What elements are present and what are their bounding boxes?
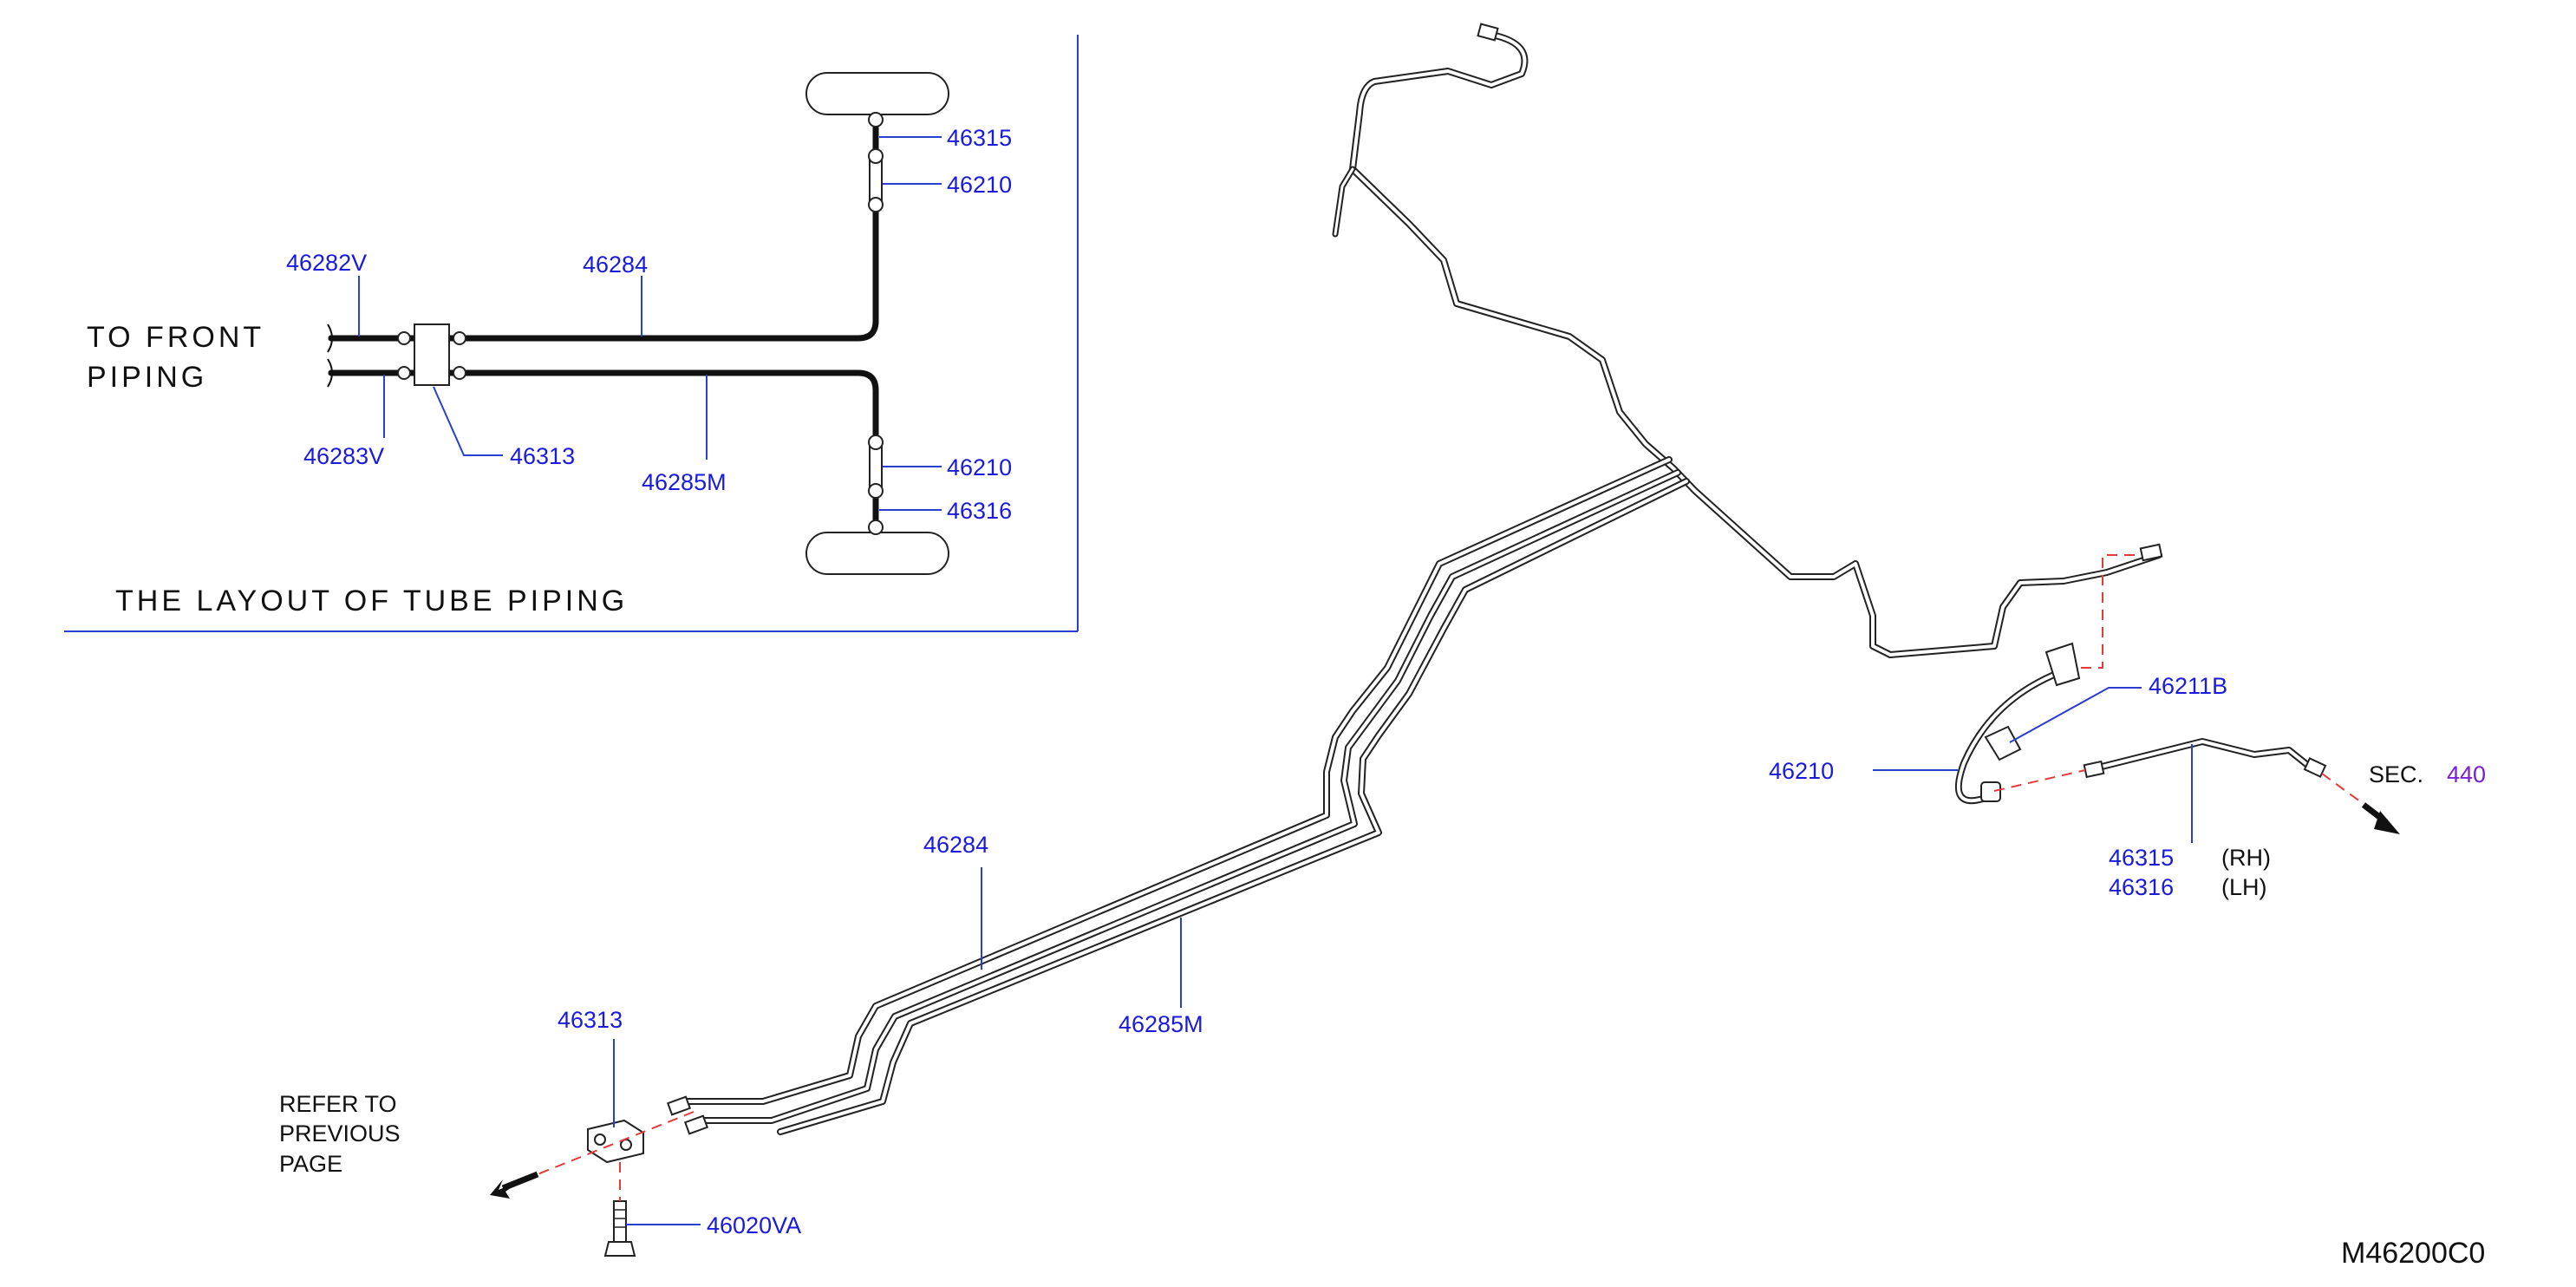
leader-main-46211B <box>2009 687 2142 743</box>
label-sec-prefix: SEC. <box>2369 761 2423 787</box>
label-lh: (LH) <box>2221 874 2267 900</box>
label-refer-line3: PAGE <box>279 1151 342 1177</box>
label-46315: 46315 <box>2109 845 2174 871</box>
bolt-46020VA <box>603 1200 636 1257</box>
dashed-connector-hose <box>1993 769 2086 792</box>
tube-pair-long <box>666 456 1690 1135</box>
inset-joint <box>868 197 884 212</box>
tube-end-fitting-rh <box>2139 543 2163 562</box>
tube-upper-right <box>1332 23 2163 658</box>
inset-label-46210-top: 46210 <box>947 172 1012 198</box>
main-assembly: 46284 46285M 46313 46020VA 46211B 46210 … <box>279 23 2486 1257</box>
inset-label-46316: 46316 <box>947 498 1012 524</box>
to-front-piping-line1: TO FRONT <box>87 321 264 354</box>
inset-joint <box>868 112 884 127</box>
arrow-refer-shaft <box>501 1171 539 1192</box>
label-sec-number: 440 <box>2447 761 2486 787</box>
rear-wheel-top <box>805 72 949 115</box>
tube-46315-46316 <box>2083 738 2327 779</box>
arrow-sec-head <box>2374 811 2400 834</box>
inset-junction-port <box>453 366 466 380</box>
dashed-connector-bracket <box>2081 554 2142 669</box>
inset-label-46284: 46284 <box>583 252 648 278</box>
inset-label-46282V: 46282V <box>286 250 367 276</box>
inset-joint <box>868 483 884 499</box>
label-refer-line2: PREVIOUS <box>279 1120 401 1147</box>
inset-tube-46284 <box>328 114 879 342</box>
label-refer-line1: REFER TO <box>279 1091 397 1117</box>
leader-inset-46313 <box>433 386 503 456</box>
label-46284: 46284 <box>923 832 988 858</box>
tube-end-fitting <box>666 1095 692 1116</box>
diagram-code: M46200C0 <box>2341 1237 2485 1270</box>
label-rh: (RH) <box>2221 845 2271 871</box>
tube-end-fitting-top <box>1477 23 1499 42</box>
inset-label-46285M: 46285M <box>642 469 727 495</box>
tube-end-fitting <box>683 1114 709 1135</box>
rear-wheel-bottom <box>805 532 949 575</box>
inset-layout-panel: 46282V 46283V 46313 46284 46285M 46315 4… <box>64 35 1079 632</box>
inset-junction-port <box>397 331 411 345</box>
label-46020VA: 46020VA <box>707 1212 801 1238</box>
inset-label-46210-bot: 46210 <box>947 454 1012 480</box>
label-46316: 46316 <box>2109 874 2174 900</box>
inset-junction-port <box>397 366 411 380</box>
inset-tube-cut-top <box>327 323 333 353</box>
junction-block-46313 <box>587 1119 644 1164</box>
inset-junction-port <box>453 331 466 345</box>
inset-tube-46285M <box>328 369 879 534</box>
label-46211B: 46211B <box>2149 673 2227 699</box>
inset-joint <box>868 148 884 164</box>
inset-joint <box>868 434 884 450</box>
inset-label-46283V: 46283V <box>303 443 384 469</box>
brake-hose-46210 <box>1954 642 2081 805</box>
to-front-piping-line2: PIPING <box>87 361 207 394</box>
label-46210: 46210 <box>1769 758 1834 784</box>
inset-label-46315: 46315 <box>947 125 1012 151</box>
inset-joint <box>868 519 884 535</box>
label-46313: 46313 <box>558 1007 623 1033</box>
inset-junction-46313 <box>414 323 450 386</box>
dashed-connector-refer <box>519 1111 695 1182</box>
inset-title: THE LAYOUT OF TUBE PIPING <box>115 585 628 617</box>
dashed-connector-sec <box>2321 773 2368 807</box>
inset-label-46313: 46313 <box>510 443 575 469</box>
label-46285M: 46285M <box>1118 1011 1203 1037</box>
inset-tube-cut-bottom <box>327 358 333 388</box>
